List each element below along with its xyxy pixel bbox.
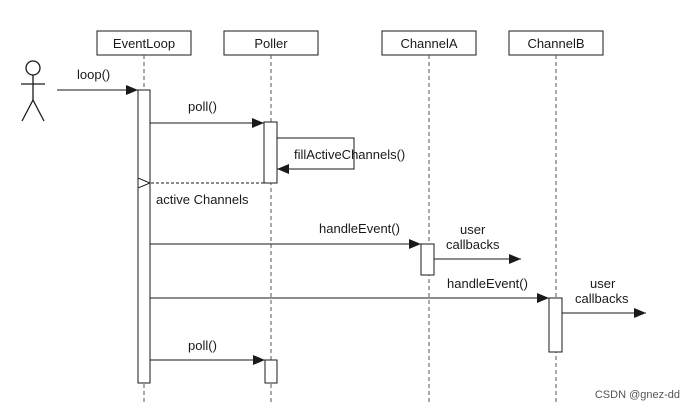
note-user-callbacks-a-line2: callbacks — [446, 237, 500, 252]
message-fill-active-label: fillActiveChannels() — [294, 147, 405, 162]
note-user-callbacks-b-line1: user — [590, 276, 616, 291]
note-user-callbacks-a-line1: user — [460, 222, 486, 237]
participant-channelb: ChannelB — [508, 30, 604, 56]
message-fill-active-arrow — [277, 137, 355, 174]
message-poll-2-label: poll() — [188, 338, 217, 353]
message-handle-event-a-label: handleEvent() — [319, 221, 400, 236]
message-handle-event-b-label: handleEvent() — [447, 276, 528, 291]
participant-channela: ChannelA — [381, 30, 477, 56]
participant-channela-label: ChannelA — [400, 36, 457, 51]
participant-poller-label: Poller — [254, 36, 288, 51]
activation-poller-1 — [263, 121, 278, 184]
note-user-callbacks-b-line2: callbacks — [575, 291, 629, 306]
message-active-channels-label: active Channels — [156, 192, 249, 207]
watermark-text: CSDN @gnez-dd — [595, 389, 680, 401]
activation-eventloop — [137, 89, 151, 384]
actor-user-icon — [21, 60, 45, 122]
message-poll-1-label: poll() — [188, 99, 217, 114]
participant-eventloop-label: EventLoop — [113, 36, 175, 51]
activation-poller-2 — [264, 359, 278, 384]
activation-channela — [420, 243, 435, 276]
participant-eventloop: EventLoop — [96, 30, 192, 56]
participant-poller: Poller — [223, 30, 319, 56]
message-loop-label: loop() — [77, 67, 110, 82]
participant-channelb-label: ChannelB — [527, 36, 584, 51]
activation-channelb — [548, 297, 563, 353]
